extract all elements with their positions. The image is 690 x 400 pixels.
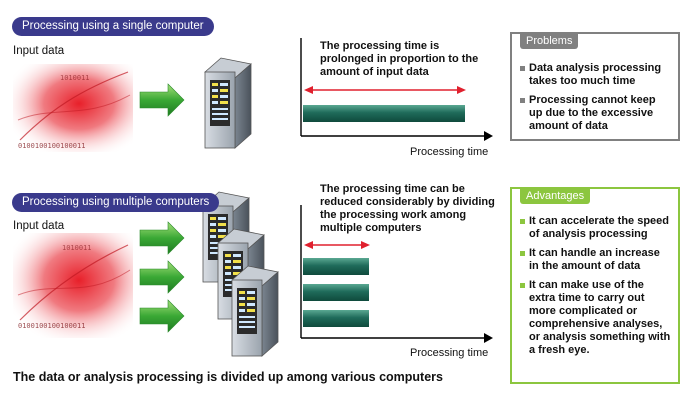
square-bullet-icon	[520, 219, 525, 224]
square-bullet-icon	[520, 98, 525, 103]
input-data-label-top: Input data	[13, 45, 65, 57]
server-icon	[231, 265, 279, 357]
green-arrow-icon	[139, 221, 185, 255]
processing-bar-bottom	[303, 284, 369, 301]
problems-panel: Problems Data analysis processing takes …	[510, 32, 680, 141]
advantages-item: It can make use of the extra time to car…	[520, 279, 672, 357]
description-top: The processing time is prolonged in prop…	[320, 40, 479, 78]
svg-text:0100100100100011: 0100100100100011	[18, 322, 85, 330]
square-bullet-icon	[520, 283, 525, 288]
chart-axes-bottom	[300, 205, 493, 343]
input-data-image-top: 0100100100100011 1010011	[13, 64, 133, 152]
time-span-arrow-bottom	[304, 241, 370, 249]
green-arrow-icon	[139, 299, 185, 333]
input-data-image-bottom: 0100100100100011 1010011	[13, 233, 133, 338]
problems-item: Data analysis processing takes too much …	[520, 62, 672, 88]
svg-text:1010011: 1010011	[60, 74, 90, 82]
time-span-arrow-top	[304, 86, 466, 94]
footer-caption: The data or analysis processing is divid…	[13, 370, 443, 384]
problems-list: Data analysis processing takes too much …	[520, 62, 672, 139]
advantages-panel: Advantages It can accelerate the speed o…	[510, 187, 680, 384]
advantages-list: It can accelerate the speed of analysis …	[520, 215, 672, 363]
chart-axes-top	[300, 38, 493, 141]
axis-label-top: Processing time	[410, 146, 489, 158]
advantages-title: Advantages	[520, 188, 591, 204]
square-bullet-icon	[520, 251, 525, 256]
description-bottom: The processing time can be reduced consi…	[320, 183, 495, 234]
green-arrow-icon	[139, 260, 185, 294]
single-computer-badge: Processing using a single computer	[12, 17, 214, 36]
server-icon	[204, 57, 252, 149]
processing-bar-top	[303, 105, 465, 122]
multiple-computers-badge: Processing using multiple computers	[12, 193, 220, 212]
advantages-item: It can handle an increase in the amount …	[520, 247, 672, 273]
processing-bar-bottom	[303, 258, 369, 275]
problems-item: Processing cannot keep up due to the exc…	[520, 94, 672, 133]
processing-bar-bottom	[303, 310, 369, 327]
advantages-item: It can accelerate the speed of analysis …	[520, 215, 672, 241]
input-data-label-bottom: Input data	[13, 220, 65, 232]
square-bullet-icon	[520, 66, 525, 71]
axis-label-bottom: Processing time	[410, 347, 489, 359]
problems-title: Problems	[520, 33, 579, 49]
svg-text:1010011: 1010011	[62, 244, 92, 252]
green-arrow-icon	[139, 83, 185, 117]
svg-text:0100100100100011: 0100100100100011	[18, 142, 85, 150]
